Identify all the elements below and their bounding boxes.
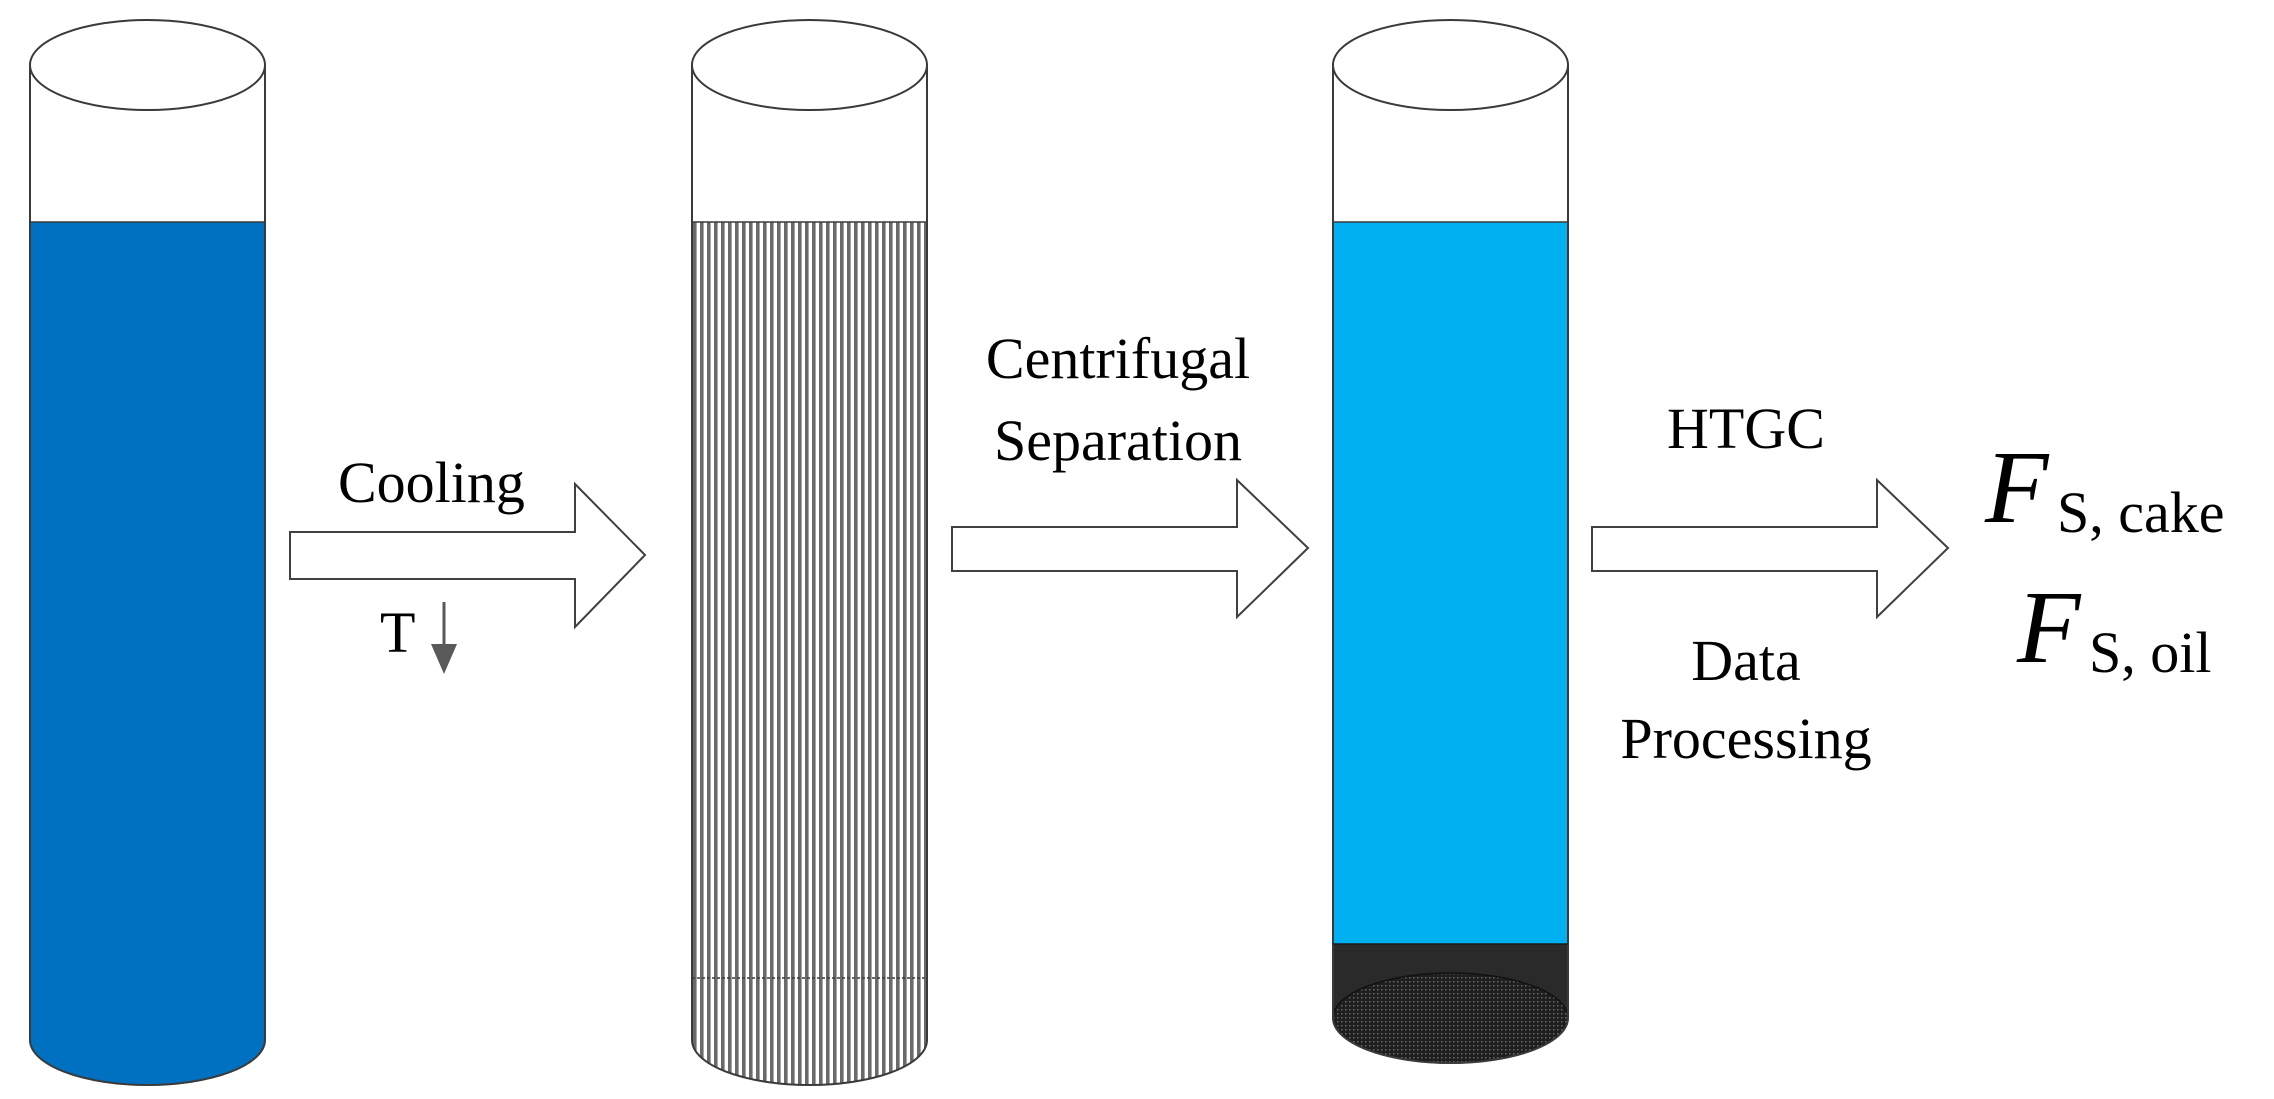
tube-separated-wall [1332,65,1569,1064]
data-processing-label-line2: Processing [1620,706,1871,771]
centrifugal-label-line2: Separation [994,408,1242,473]
centrifugal-label-line1: Centrifugal [986,326,1250,391]
tube-cooled-fill [692,222,927,1086]
tube-initial [29,19,266,1086]
arrow-centrifugal [951,477,1310,620]
temperature-label: T [380,600,415,665]
tube-cooled [691,19,928,1086]
tube-initial-liquid [30,222,265,1086]
tube-separated [1332,19,1569,1064]
result-cake-subscript: S, cake [2057,480,2225,545]
tube-cooled-wall [691,65,928,1086]
tube-separated-liquid [1333,222,1568,944]
cooling-label: Cooling [338,450,525,515]
temperature-decrease-icon [431,602,457,674]
htgc-label: HTGC [1667,396,1825,461]
result-oil-symbol: F [2016,570,2082,685]
tube-cooled-rim [691,19,928,111]
result-cake-symbol: F [1984,430,2050,545]
result-oil: F S, oil [2016,570,2212,685]
data-processing-label-line1: Data [1691,628,1801,693]
tube-initial-rim [29,19,266,111]
result-oil-subscript: S, oil [2089,620,2212,685]
arrow-cooling [289,481,647,630]
tube-initial-wall [29,65,266,1086]
tube-separated-rim [1332,19,1569,111]
result-cake: F S, cake [1984,430,2225,545]
arrow-htgc [1591,477,1950,620]
